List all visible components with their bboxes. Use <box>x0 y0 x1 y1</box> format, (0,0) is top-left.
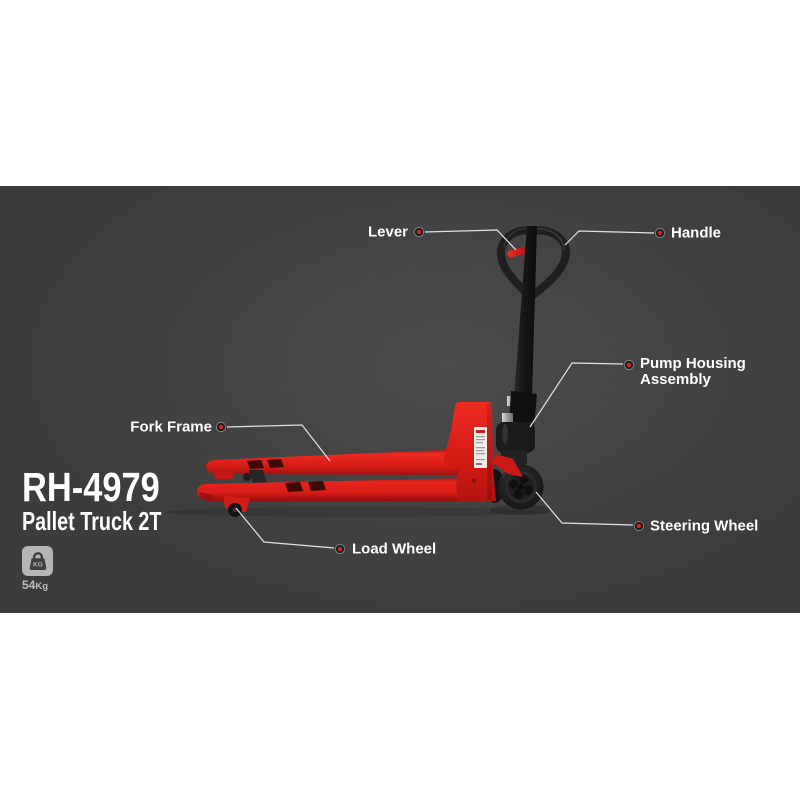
callout-lever-label: Lever <box>367 223 408 241</box>
callout-fork-dot <box>216 422 226 432</box>
callout-pump-dot <box>624 360 634 370</box>
handle <box>497 226 571 299</box>
leader-lines <box>226 229 655 549</box>
steering-wheel <box>498 464 544 510</box>
weight-value: 54 <box>22 578 36 592</box>
pump-housing-assembly <box>496 391 537 465</box>
callout-steering-dot <box>634 521 644 531</box>
title-block: RH-4979 Pallet Truck 2T <box>22 464 206 536</box>
load-wheel <box>223 496 250 517</box>
callout-load-wheel-label: Load Wheel <box>352 540 437 558</box>
callout-steering-line <box>535 491 634 526</box>
weight-unit: Kg <box>35 581 49 592</box>
callout-lever-line <box>424 229 517 251</box>
spec-sticker <box>474 427 487 468</box>
callout-dots <box>216 227 665 554</box>
callout-handle-label: Handle <box>671 224 722 242</box>
wheel-arm <box>493 454 523 477</box>
callout-fork-frame-label: Fork Frame <box>130 418 212 436</box>
kettlebell-weight-icon: KG <box>29 552 46 571</box>
callout-load-line <box>235 507 335 549</box>
product-model: RH-4979 <box>22 464 160 510</box>
dark-info-band <box>0 186 800 613</box>
product-type: Pallet Truck 2T <box>22 506 162 536</box>
callout-fork-line <box>226 424 331 462</box>
fork-frame-upper-fork <box>205 449 466 484</box>
wheel-shadow <box>489 505 553 515</box>
weight-capacity-badge: KG <box>22 546 53 576</box>
callout-handle-line <box>564 230 655 246</box>
fork-frame-body <box>444 402 496 501</box>
callout-handle-dot <box>655 228 665 238</box>
handle-bar <box>514 226 537 397</box>
ground-shadow <box>165 507 535 517</box>
callout-lever-dot <box>414 227 424 237</box>
kg-icon-label: KG <box>33 562 43 569</box>
callout-steering-wheel-label: Steering Wheel <box>650 517 759 535</box>
weight-value-row: 54Kg <box>22 579 48 593</box>
callout-pump-line <box>529 362 624 428</box>
callout-pump-housing-label: Pump Housing Assembly <box>640 355 746 388</box>
fork-frame-lower-fork <box>196 478 468 501</box>
callout-load-dot <box>335 544 345 554</box>
lever <box>507 246 529 258</box>
